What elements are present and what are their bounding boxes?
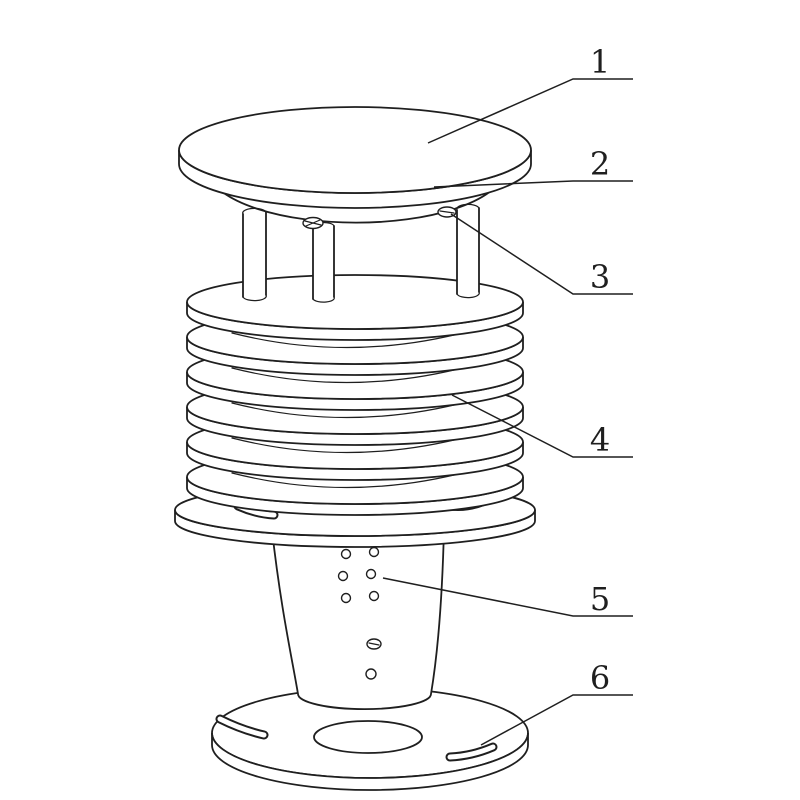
callout-4: 4 (451, 394, 633, 459)
cone-vent-hole (368, 590, 380, 602)
callout-2-leader-line (433, 180, 633, 188)
louver-plate-top (186, 274, 524, 341)
callouts: 1 2 3 4 5 6 (382, 43, 633, 746)
callout-4-leader-line (451, 394, 633, 458)
support-post-right (456, 203, 480, 299)
support-post-middle (312, 221, 335, 303)
cone-vent-hole (340, 592, 352, 604)
callout-4-label: 4 (590, 421, 610, 459)
cone-body (270, 527, 445, 710)
callout-2-label: 2 (590, 145, 610, 183)
cone-vent-hole (368, 546, 380, 558)
louver-inner-curve (231, 400, 471, 419)
callout-1: 1 (427, 43, 633, 144)
top-cap (178, 106, 532, 209)
callout-5-label: 5 (590, 580, 610, 618)
cone-vent-hole (337, 570, 349, 582)
cone-screw (366, 638, 382, 650)
base-rim (211, 732, 529, 791)
callout-1-leader-line (427, 78, 633, 144)
louver-inner-curve (231, 435, 471, 454)
base-slot-left (215, 714, 269, 740)
cone-vent-hole (365, 568, 377, 580)
cone-vent-hole (340, 548, 352, 560)
louver-plate-stack (186, 274, 524, 516)
callout-1-label: 1 (590, 43, 610, 81)
callout-3-label: 3 (590, 258, 610, 296)
mounting-base-plate (211, 687, 529, 791)
callout-3: 3 (450, 213, 633, 296)
callout-2: 2 (433, 145, 633, 188)
callout-6-leader-line (480, 694, 633, 746)
callout-6: 6 (480, 659, 633, 746)
base-slot-right (445, 742, 498, 762)
callout-6-label: 6 (590, 659, 610, 697)
top-plate-screw-left (302, 216, 324, 230)
callout-3-leader-line (450, 213, 633, 295)
callout-5-leader-line (382, 577, 633, 617)
louver-inner-curve (231, 470, 471, 489)
support-post-left (242, 207, 267, 302)
top-cap-surface (178, 106, 532, 194)
louver-inner-curve (231, 365, 471, 384)
mounting-cone (270, 527, 445, 710)
base-center-hole (313, 720, 423, 754)
cone-lower-hole (365, 668, 377, 680)
louver-inner-curve (231, 330, 471, 349)
callout-5: 5 (382, 577, 633, 618)
